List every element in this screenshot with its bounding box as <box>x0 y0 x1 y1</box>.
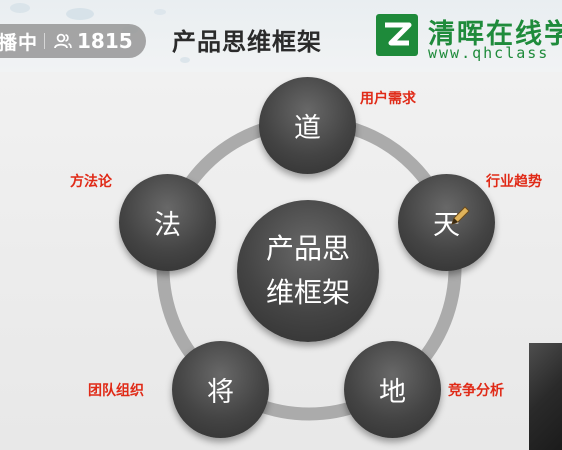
node-tian: 天 <box>398 174 495 271</box>
node-di: 地 <box>344 341 441 438</box>
node-fa: 法 <box>119 174 216 271</box>
center-label-line1: 产品思 <box>265 232 350 265</box>
pencil-cursor-icon <box>451 206 470 225</box>
center-node: 产品思 维框架 <box>237 200 379 342</box>
node-fa-char: 法 <box>154 210 181 241</box>
viewers-icon <box>54 33 72 49</box>
tag-user-needs: 用户需求 <box>360 91 416 107</box>
live-status-badge: 播中 1815 <box>0 24 146 58</box>
tag-methodology: 方法论 <box>70 174 112 190</box>
tag-team-organization: 团队组织 <box>88 383 144 399</box>
node-dao: 道 <box>259 77 356 174</box>
tag-industry-trends: 行业趋势 <box>486 174 542 190</box>
presenter-video-thumbnail[interactable] <box>529 343 562 450</box>
node-jiang: 将 <box>172 341 269 438</box>
center-label-line2: 维框架 <box>265 276 350 309</box>
badge-divider <box>44 33 46 49</box>
brand-url: www.qhclass <box>428 44 550 62</box>
brand-name: 清晖在线学 <box>428 19 562 50</box>
node-dao-char: 道 <box>294 113 321 144</box>
live-status-text: 播中 <box>0 31 39 54</box>
viewer-count: 1815 <box>77 29 133 53</box>
slide-title: 产品思维框架 <box>172 28 322 56</box>
node-jiang-char: 将 <box>207 377 234 408</box>
brand-logo-icon <box>376 14 418 56</box>
node-di-char: 地 <box>379 377 406 408</box>
tag-competition-analysis: 竞争分析 <box>448 383 504 399</box>
node-tian-char: 天 <box>433 210 460 241</box>
